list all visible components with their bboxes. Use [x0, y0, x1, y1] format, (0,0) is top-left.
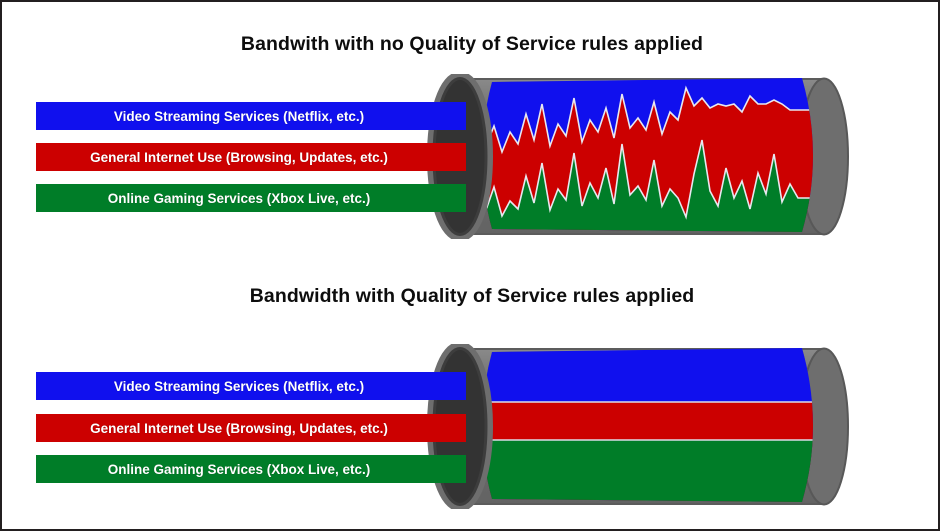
feed-label-internet: General Internet Use (Browsing, Updates,…	[90, 149, 388, 165]
feed-label-gaming: Online Gaming Services (Xbox Live, etc.)	[107, 461, 371, 477]
flow-gaming-layer	[482, 139, 813, 232]
feed-bar-gaming-with-qos[interactable]: Online Gaming Services (Xbox Live, etc.)	[36, 455, 466, 483]
feed-label-video: Video Streaming Services (Netflix, etc.)	[113, 108, 365, 124]
page-title-no-qos: Bandwith with no Quality of Service rule…	[240, 33, 704, 55]
page-title-with-qos: Bandwidth with Quality of Service rules …	[249, 285, 695, 307]
bandwidth-pipe-no-qos	[420, 74, 866, 239]
feed-bar-internet-no-qos[interactable]: General Internet Use (Browsing, Updates,…	[36, 143, 466, 171]
feed-bar-gaming-no-qos[interactable]: Online Gaming Services (Xbox Live, etc.)	[36, 184, 466, 212]
feed-label-video: Video Streaming Services (Netflix, etc.)	[113, 378, 365, 394]
feed-label-internet: General Internet Use (Browsing, Updates,…	[90, 420, 388, 436]
traffic-flow-shaped	[482, 348, 813, 502]
feed-bar-internet-with-qos[interactable]: General Internet Use (Browsing, Updates,…	[36, 414, 466, 442]
flow-gaming-layer	[482, 439, 813, 502]
traffic-flow-unshaped	[482, 78, 813, 232]
feed-bar-video-with-qos[interactable]: Video Streaming Services (Netflix, etc.)	[36, 372, 466, 400]
feed-label-gaming: Online Gaming Services (Xbox Live, etc.)	[107, 190, 371, 206]
bandwidth-pipe-with-qos	[420, 344, 866, 509]
feed-bar-video-no-qos[interactable]: Video Streaming Services (Netflix, etc.)	[36, 102, 466, 130]
